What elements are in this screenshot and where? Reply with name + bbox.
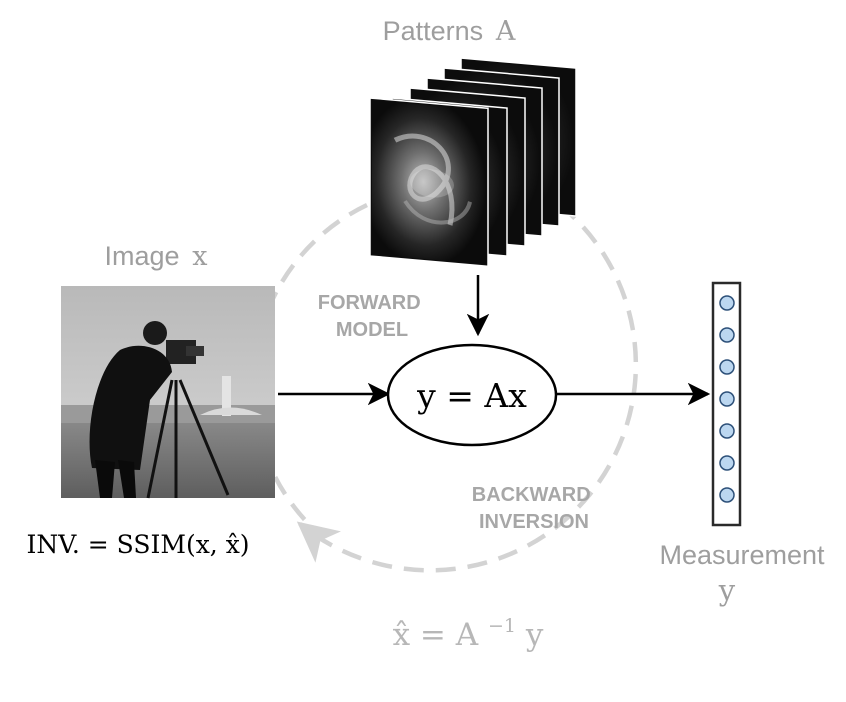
inverse-equation: x̂ = A −1 y [393,604,544,653]
measurement-node [719,487,735,503]
measurement-node [719,327,735,343]
measurement-node [719,359,735,375]
dashed-loop [250,202,638,573]
pattern-card-front [369,97,489,268]
pattern-stack [369,57,577,268]
cameraman-image [61,286,275,499]
inversion-metric: INV. = SSIM(x, x̂) [26,530,249,559]
measurement-symbol: y [718,573,736,607]
measurement-label: Measurement [659,540,825,570]
patterns-label: Patterns A [383,16,516,47]
forward-model-label: FORWARD MODEL [318,292,427,341]
image-label: Image x [104,241,207,272]
measurement-node [719,455,735,471]
forward-equation: y = Ax [416,376,527,415]
measurement-node [719,391,735,407]
backward-inversion-label: BACKWARD INVERSION [472,484,596,533]
measurement-node [719,295,735,311]
measurement-node [719,423,735,439]
forward-model-ellipse [386,343,558,447]
measurement-vector [711,281,742,527]
